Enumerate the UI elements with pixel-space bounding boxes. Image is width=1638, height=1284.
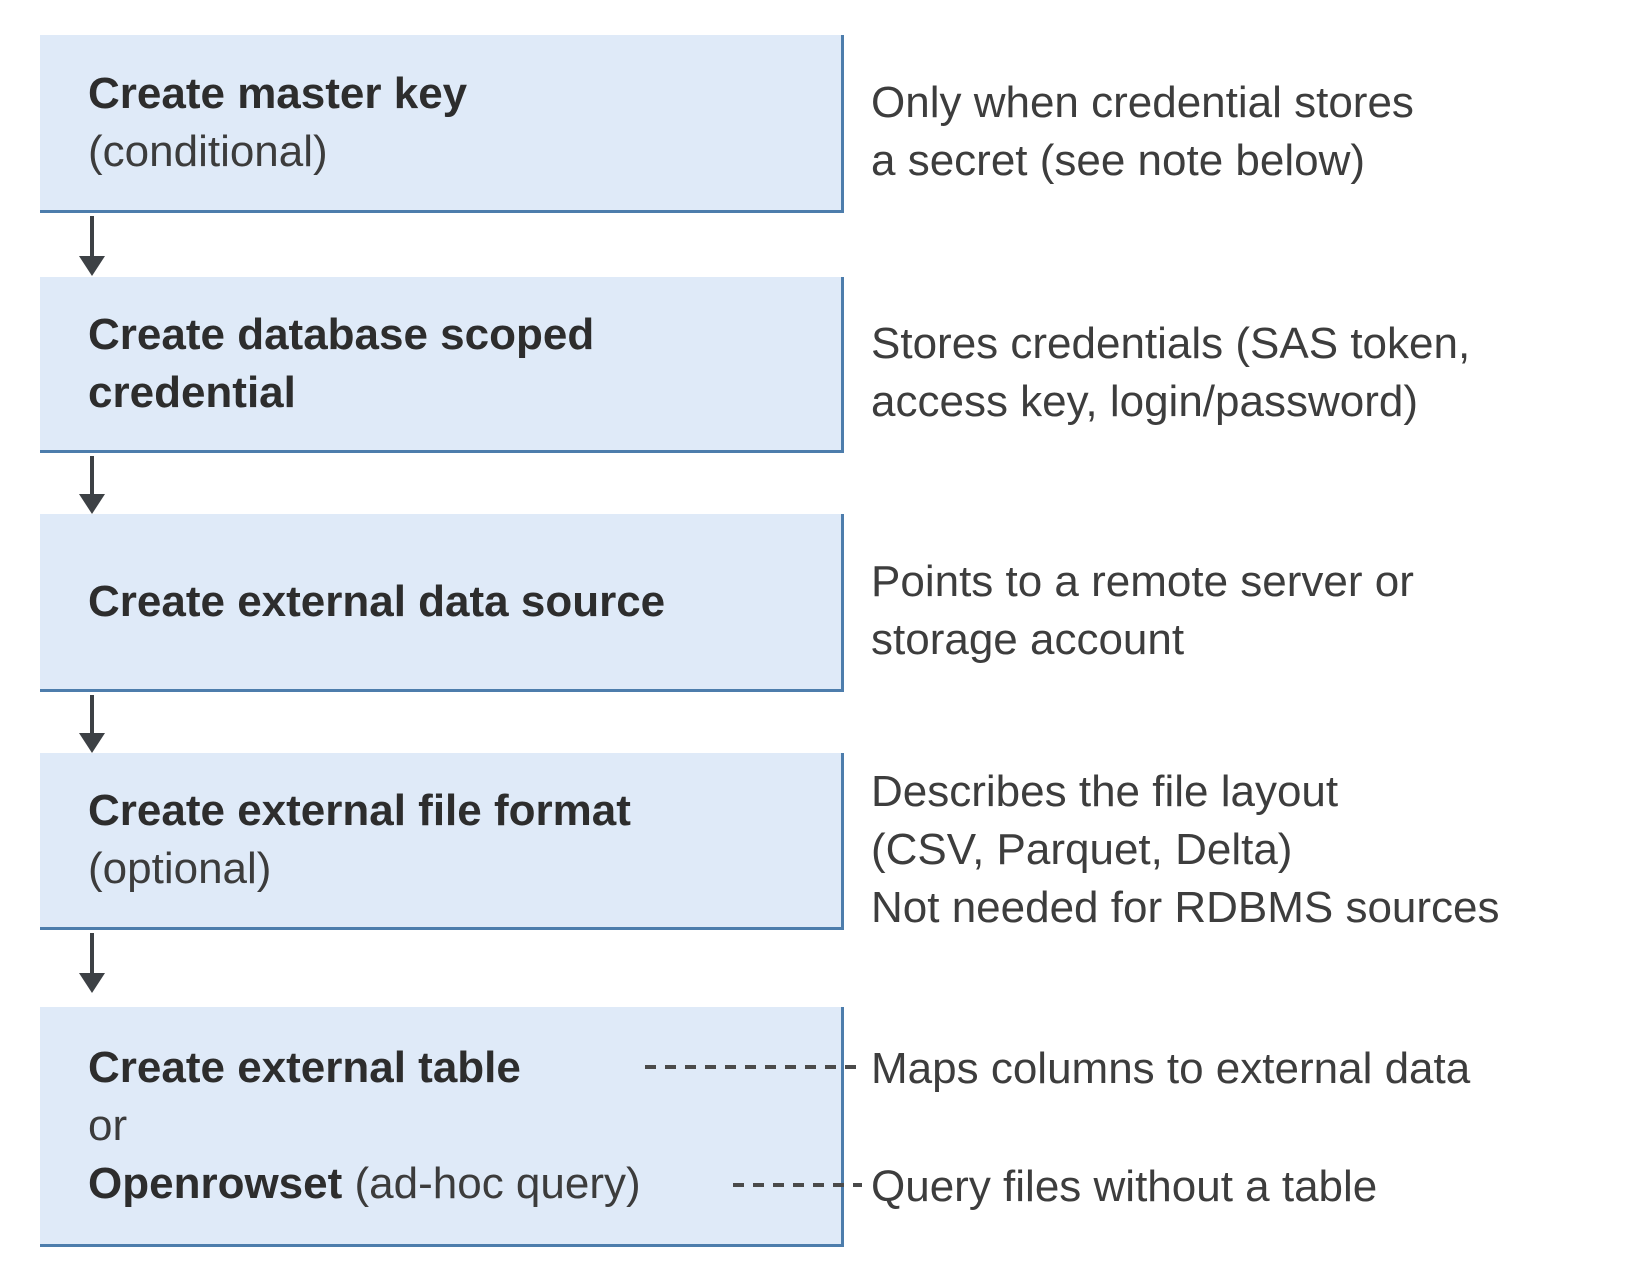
arrow-stem [90,695,94,735]
step-box-create-database-scoped-credential: Create database scoped credential [40,277,844,453]
annotation-line: Query files without a table [871,1162,1378,1211]
step-subtitle: (conditional) [88,126,328,176]
annotation-line: access key, login/password) [871,377,1418,426]
arrow-head [79,494,105,514]
step-box-create-external-table-or-openrowset: Create external table or Openrowset (ad-… [40,1007,844,1247]
arrow-head [79,733,105,753]
step-option-connector: or [88,1100,128,1150]
openrowset-qualifier: (ad-hoc query) [342,1158,641,1208]
annotation-external-file-format: Describes the file layout (CSV, Parquet,… [871,763,1500,937]
arrow-stem [90,933,94,975]
step-option-openrowset: Openrowset (ad-hoc query) [88,1155,831,1213]
annotation-master-key: Only when credential stores a secret (se… [871,74,1414,190]
step-title: Create master key [88,68,468,118]
annotation-line: Maps columns to external data [871,1044,1471,1093]
flow-arrow-icon [78,933,106,993]
annotation-database-scoped-credential: Stores credentials (SAS token, access ke… [871,315,1470,431]
step-box-create-external-file-format: Create external file format (optional) [40,753,844,930]
annotation-line: Describes the file layout [871,767,1339,816]
step-title: credential [88,367,296,417]
annotation-line: (CSV, Parquet, Delta) [871,825,1293,874]
openrowset-label: Openrowset [88,1158,343,1208]
arrow-head [79,256,105,276]
arrow-stem [90,456,94,496]
flow-arrow-icon [78,216,106,276]
step-subtitle: (optional) [88,844,272,893]
dashed-connector-openrowset [733,1183,862,1187]
annotation-line: Not needed for RDBMS sources [871,883,1500,932]
step-box-create-master-key: Create master key (conditional) [40,35,844,213]
dashed-connector-external-table [645,1065,862,1069]
annotation-line: storage account [871,615,1185,664]
annotation-line: Points to a remote server or [871,557,1414,606]
step-title: Create external file format [88,786,631,835]
arrow-head [79,973,105,993]
step-title: Create external data source [88,576,666,626]
annotation-line: a secret (see note below) [871,136,1366,185]
flow-arrow-icon [78,695,106,753]
annotation-openrowset: Query files without a table [871,1158,1377,1216]
step-option-create-external-table: Create external table [88,1042,521,1092]
annotation-line: Stores credentials (SAS token, [871,319,1471,368]
step-title: Create database scoped [88,309,595,359]
annotation-external-data-source: Points to a remote server or storage acc… [871,553,1414,669]
step-box-create-external-data-source: Create external data source [40,514,844,692]
annotation-external-table: Maps columns to external data [871,1040,1470,1098]
flow-arrow-icon [78,456,106,514]
annotation-line: Only when credential stores [871,78,1414,127]
arrow-stem [90,216,94,258]
